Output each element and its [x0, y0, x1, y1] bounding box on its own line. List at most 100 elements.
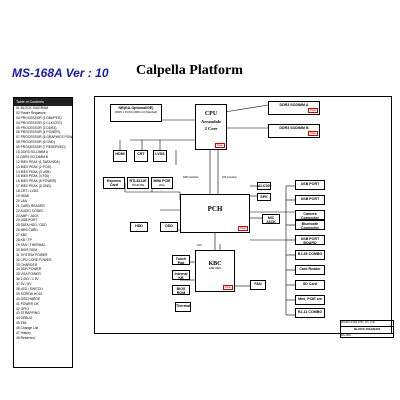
- usb-board-box: USB PORT BOARD: [295, 235, 325, 245]
- toc-item: 08 PROCESSOR (6 GND): [16, 140, 55, 145]
- nb-gpu-label: NB(GA-Optional/GE): [118, 106, 154, 110]
- nb-gpu-box: NB(GA-Optional/GE) DDR3 1.5V(SO-DIMM x2)…: [110, 104, 162, 122]
- cpu-label: CPU: [204, 111, 218, 117]
- usb-port-1-label: USB PORT: [300, 182, 320, 186]
- audio-codec-box: ALC269: [257, 182, 271, 190]
- toc-item: 40 DISCHARGE: [16, 296, 41, 301]
- title-block: MICRO-STAR INT'L CO.,LTD. BLOCK DIAGRAM …: [340, 320, 394, 338]
- title-block-rev: MS-168A: [341, 334, 351, 337]
- usb-port-2-box: USB PORT: [295, 195, 325, 205]
- toc-item: 35 VGA POWER: [16, 272, 41, 277]
- internal-kb-label: Internal KB: [174, 272, 188, 280]
- kbc-box: KBC ENE 3926 Page: [195, 250, 235, 292]
- odd-label: ODD: [165, 224, 173, 228]
- card-reader-label: Card Reader: [299, 267, 321, 271]
- toc-item: 30 BIOS ROM: [16, 247, 38, 252]
- wlan-label: Wlan: [159, 184, 165, 187]
- dimm-desc-label: DDR3 1.5V(SO-DIMM x2) (Matched): [114, 111, 158, 114]
- toc-item: 26 MINI CARD: [16, 228, 38, 233]
- fdi-label: FDI Interface: [222, 175, 238, 179]
- camera-label: Camera Connector: [301, 212, 319, 220]
- toc-item: 04 PROCESSOR (2 CLK/CFG): [16, 120, 62, 125]
- mini-sd-box: Mini_PCIE sm: [295, 295, 325, 305]
- model-version-title: MS-168A Ver : 10: [12, 66, 109, 80]
- toc-item: 07 PROCESSOR (5 GRAPHICS POWER): [16, 135, 72, 140]
- toc-item: 38 LED / SWITCH: [16, 286, 43, 291]
- page-ref: Page: [307, 108, 318, 113]
- toc-item: 29 FAN / THERMAL: [16, 242, 46, 247]
- hdmi-box: HDMI: [113, 150, 127, 162]
- sodimm-a-label: DDR3 SODIMM A: [279, 103, 309, 107]
- sodimm-b-label: DDR3 SODIMM B: [279, 126, 309, 130]
- toc-item: 15 IBEX PEAK (4 FDI): [16, 174, 49, 179]
- lan-box: RTL8111E RTL8105E: [127, 177, 149, 189]
- title-block-doc: BLOCK DIAGRAM: [341, 327, 393, 334]
- spk-box: SPK: [257, 193, 271, 201]
- internal-kb-box: Internal KB: [172, 270, 190, 280]
- toc-item: 16 IBEX PEAK (5 POWER): [16, 179, 57, 184]
- toc-item: 22 AUDIO CODEC: [16, 208, 44, 213]
- mic-label: MIC JACK: [266, 216, 276, 224]
- mic-box: MIC JACK: [262, 214, 280, 224]
- cpu-box: CPU Arrandale 2 Core Page: [195, 104, 227, 150]
- toc-item: 25 SATA HDD / ODD: [16, 223, 47, 228]
- block-diagram-frame: [94, 96, 392, 334]
- toc-item: 39 SCREW HOLE: [16, 291, 43, 296]
- toc-item: 17 IBEX PEAK (6 GND): [16, 184, 51, 189]
- rj45-combo-box: RJ-45 COMBO: [295, 250, 325, 260]
- toc-item: 20 LAN: [16, 198, 27, 203]
- sd-card-label: SD Card: [302, 282, 318, 286]
- crt-label: CRT: [137, 152, 145, 156]
- lvds-box: LVDS: [153, 150, 167, 162]
- toc-item: 01 BLOCK DIAGRAM: [16, 106, 49, 110]
- toc-item: 37 3V / 5V: [16, 282, 32, 287]
- toc-item: 10 DDR3 SO-DIMM A: [16, 150, 49, 155]
- toc-item: 24 USB PORT: [16, 218, 38, 223]
- toc-item: 47 History: [16, 330, 31, 335]
- toc-item: 48 Reserved: [16, 335, 35, 340]
- toc-item: 44 DEBUG: [16, 316, 33, 321]
- mini-sd-label: Mini_PCIE sm: [298, 297, 322, 301]
- bios-label: BIOS ROM: [176, 287, 186, 295]
- hdd-label: HDD: [135, 224, 143, 228]
- toc-item: 23 AMP / JACK: [16, 213, 39, 218]
- lpc-label: LPC: [197, 243, 202, 247]
- camera-box: Camera Connector: [295, 210, 325, 220]
- toc-item: 45 EMI: [16, 321, 27, 326]
- page-ref: Page: [214, 143, 225, 148]
- toc-item: 36 1.05V / 1.5V: [16, 277, 39, 282]
- hdd-box: HDD: [130, 222, 148, 232]
- toc-item: 14 IBEX PEAK (3 USB): [16, 169, 51, 174]
- card-reader-box: Card Reader: [295, 265, 325, 275]
- pch-box: PCH Page: [180, 194, 250, 233]
- toc-item: 34 DDR POWER: [16, 267, 42, 272]
- toc-item: 46 Change List: [16, 326, 39, 331]
- page-ref: Page: [222, 285, 233, 290]
- express-card-label: Express Card: [107, 179, 121, 187]
- toc-item: 06 PROCESSOR (4 POWER): [16, 130, 60, 135]
- toc-item: 33 CHARGER: [16, 262, 38, 267]
- touchpad-box: Touch Pad: [172, 255, 190, 265]
- fan-label: FAN: [254, 282, 262, 286]
- kbc-sub-label: ENE 3926: [209, 267, 221, 270]
- toc-item: 05 PROCESSOR (3 DDR3): [16, 125, 57, 130]
- rj11-box: RJ-11 COMBO: [295, 308, 325, 318]
- sodimm-a-box: DDR3 SODIMM A Page: [268, 101, 320, 115]
- hdmi-label: HDMI: [115, 152, 125, 156]
- page-ref: Page: [237, 226, 248, 231]
- rtl-sub-label: RTL8105E: [131, 184, 145, 187]
- bluetooth-box: Bluetooth Connector: [295, 220, 325, 230]
- thermal-box: Thermal: [175, 302, 191, 312]
- toc-item: 12 IBEX PEAK (1 SATA/HDA): [16, 159, 60, 164]
- toc-item: 11 DDR3 SO-DIMM B: [16, 154, 48, 159]
- rtl-lan-label: RTL8111E: [129, 179, 147, 183]
- toc-title: Table of Contents: [14, 98, 72, 106]
- crt-box: CRT: [134, 150, 148, 162]
- sd-card-box: SD Card: [295, 280, 325, 290]
- platform-title: Calpella Platform: [136, 63, 243, 78]
- rj11-label: RJ-11 COMBO: [297, 310, 323, 314]
- toc-item: 13 IBEX PEAK (2 PCIE): [16, 164, 52, 169]
- dmi-label: DMI Interface: [183, 175, 199, 179]
- cpu-sub-label: Arrandale: [201, 119, 221, 124]
